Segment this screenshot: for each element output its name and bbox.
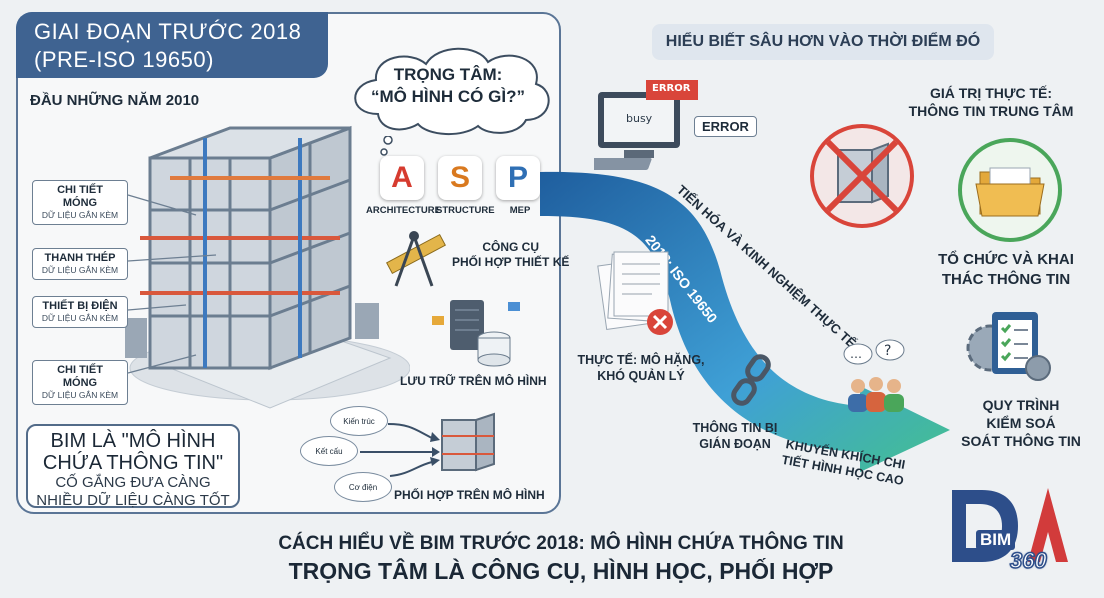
broken-line-2: GIÁN ĐOẠN (699, 437, 771, 451)
crossed-model-icon (810, 124, 914, 228)
thought-line-2: “MÔ HÌNH CÓ GÌ?” (371, 87, 525, 106)
architecture-icon: A (380, 156, 424, 200)
callout-sub: DỮ LIỆU GẮN KÈM (41, 390, 119, 400)
callout-title: THIẾT BỊ ĐIỆN (42, 300, 118, 312)
bubble-structure: Kết cấu (300, 436, 358, 466)
logo-number: 360 (1009, 547, 1047, 574)
process-line-1: QUY TRÌNH (982, 397, 1060, 413)
broken-line-1: THÔNG TIN BỊ (692, 421, 778, 435)
reality-line-1: THỰC TẾ: MÔ HẶNG, (577, 353, 705, 367)
organize-line-2: THÁC THÔNG TIN (941, 271, 1071, 288)
error-badge-text: ERROR (652, 83, 691, 94)
callout-sub: DỮ LIỆU GẮN KÈM (41, 210, 119, 220)
computer-busy-icon (594, 80, 698, 170)
thought-line-1: TRỌNG TÂM: (393, 65, 503, 84)
panel-title-box: GIAI ĐOẠN TRƯỚC 2018 (PRE-ISO 19650) (16, 12, 328, 78)
process-line-3: SOÁT THÔNG TIN (961, 433, 1081, 449)
footer-line-1: CÁCH HIỂU VỀ BIM TRƯỚC 2018: MÔ HÌNH CHỨ… (278, 533, 844, 554)
logo-brand: BIM (976, 530, 1016, 550)
thought-cloud-text: TRỌNG TÂM: “MÔ HÌNH CÓ GÌ?” (352, 64, 544, 108)
busy-text: busy (626, 112, 653, 125)
mep-label: MEP (509, 205, 531, 216)
panel-title-sub: (PRE-ISO 19650) (34, 47, 214, 72)
building-illustration (125, 125, 410, 409)
checklist-gear-icon (966, 312, 1051, 381)
bim-sub-1: CỐ GẮNG ĐƯA CÀNG (55, 474, 211, 491)
bubble-mep: Cơ điện (334, 472, 392, 502)
process-caption: QUY TRÌNH KIỂM SOÁ SOÁT THÔNG TIN (956, 396, 1086, 450)
broken-chain-icon (731, 354, 771, 406)
structure-icon: S (438, 156, 482, 200)
svg-text:?: ? (884, 343, 891, 359)
error-callout: ERROR (694, 116, 757, 137)
reality-line-2: KHÓ QUẢN LÝ (597, 369, 685, 383)
storage-caption: LƯU TRỮ TRÊN MÔ HÌNH (400, 374, 547, 388)
callout-foundation-2: CHI TIẾT MÓNG DỮ LIỆU GẮN KÈM (32, 360, 128, 405)
broken-info-caption: THÔNG TIN BỊ GIÁN ĐOẠN (680, 420, 790, 452)
tool-caption-1: CÔNG CỤ (482, 240, 540, 254)
bim-sub-2: NHIỀU DỮ LIỆU CÀNG TỐT (36, 492, 230, 509)
tool-caption: CÔNG CỤ PHỐI HỢP THIẾT KẾ (452, 240, 569, 270)
organize-caption: TỔ CHỨC VÀ KHAI THÁC THÔNG TIN (926, 250, 1086, 290)
value-line-1: GIÁ TRỊ THỰC TẾ: (929, 85, 1053, 101)
team-question-icon: ? … (843, 339, 905, 412)
callout-rebar: THANH THÉP DỮ LIỆU GẮN KÈM (32, 248, 128, 280)
bim-line-1: BIM LÀ "MÔ HÌNH (50, 430, 216, 452)
coordination-caption: PHỐI HỢP TRÊN MÔ HÌNH (394, 488, 545, 502)
insight-banner: HIỂU BIẾT SÂU HƠN VÀO THỜI ĐIỂM ĐÓ (652, 24, 994, 60)
callout-leader-lines (127, 194, 217, 374)
value-caption: GIÁ TRỊ THỰC TẾ: THÔNG TIN TRUNG TÂM (906, 84, 1076, 120)
compass-ruler-icon (386, 231, 446, 287)
svg-text:…: … (850, 347, 862, 361)
structure-label: STRUCTURE (436, 205, 495, 216)
bubble-architecture: Kiến trúc (330, 406, 388, 436)
bim-definition-box: BIM LÀ "MÔ HÌNH CHỨA THÔNG TIN" CỐ GẮNG … (26, 424, 240, 509)
callout-foundation-1: CHI TIẾT MÓNG DỮ LIỆU GẮN KÈM (32, 180, 128, 225)
mep-icon: P (496, 156, 540, 200)
mini-building-icon (441, 412, 495, 472)
thought-cloud (354, 47, 550, 136)
callout-title: CHI TIẾT MÓNG (57, 184, 103, 209)
panel-title: GIAI ĐOẠN TRƯỚC 2018 (34, 19, 302, 44)
bim-line-2: CHỨA THÔNG TIN" (42, 452, 224, 474)
document-stack-icon (597, 251, 673, 335)
era-subtitle: ĐẦU NHỮNG NĂM 2010 (30, 92, 200, 109)
organize-line-1: TỔ CHỨC VÀ KHAI (938, 251, 1074, 268)
tool-caption-2: PHỐI HỢP THIẾT KẾ (452, 255, 570, 269)
callout-sub: DỮ LIỆU GẮN KÈM (41, 265, 119, 275)
callout-title: THANH THÉP (44, 252, 116, 264)
error-callout-text: ERROR (702, 119, 749, 134)
callout-electrical: THIẾT BỊ ĐIỆN DỮ LIỆU GẮN KÈM (32, 296, 128, 328)
reality-caption: THỰC TẾ: MÔ HẶNG, KHÓ QUẢN LÝ (566, 352, 716, 384)
callout-sub: DỮ LIỆU GẮN KÈM (41, 313, 119, 323)
callout-title: CHI TIẾT MÓNG (57, 364, 103, 389)
folder-icon (958, 138, 1062, 242)
thought-cloud-dots (380, 136, 393, 156)
evolution-arrow (540, 171, 950, 472)
footer-line-2: TRỌNG TÂM LÀ CÔNG CỤ, HÌNH HỌC, PHỐI HỢP (288, 558, 834, 584)
process-line-2: KIỂM SOÁ (986, 415, 1056, 431)
value-line-2: THÔNG TIN TRUNG TÂM (908, 103, 1074, 119)
server-storage-icon (432, 300, 520, 367)
coordination-arrows (360, 423, 440, 477)
architecture-label: ARCHITECTURE (366, 205, 441, 216)
